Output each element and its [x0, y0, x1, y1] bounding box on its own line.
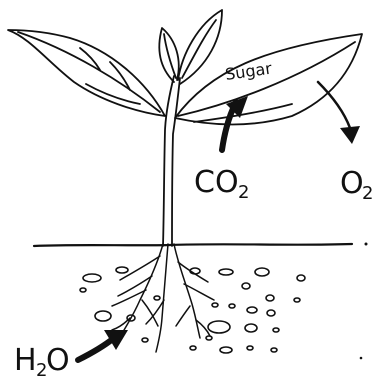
o2-arrow-icon [316, 80, 360, 144]
ground-line [32, 242, 368, 248]
sugar-label: Sugar [224, 59, 273, 84]
o2-text: O [340, 166, 364, 201]
co2-text: CO [194, 165, 239, 200]
h2o-arrow-icon [75, 330, 128, 363]
co2-arrow-icon [219, 96, 248, 153]
top-bud [158, 9, 223, 85]
h2o-subscript: 2 [36, 360, 47, 381]
plant-roots [111, 243, 215, 353]
o2-label: O 2 [340, 166, 373, 204]
co2-subscript: 2 [238, 182, 249, 203]
o2-subscript: 2 [362, 183, 373, 204]
soil-pebbles [79, 266, 306, 354]
left-leaf [7, 29, 166, 117]
h2o-h: H [14, 343, 37, 378]
plant-stem [162, 75, 181, 247]
co2-label: CO 2 [194, 165, 249, 203]
h2o-o: O [46, 343, 70, 378]
h2o-label: H 2 O [14, 343, 70, 381]
right-leaf [174, 33, 363, 126]
speck [359, 356, 363, 360]
